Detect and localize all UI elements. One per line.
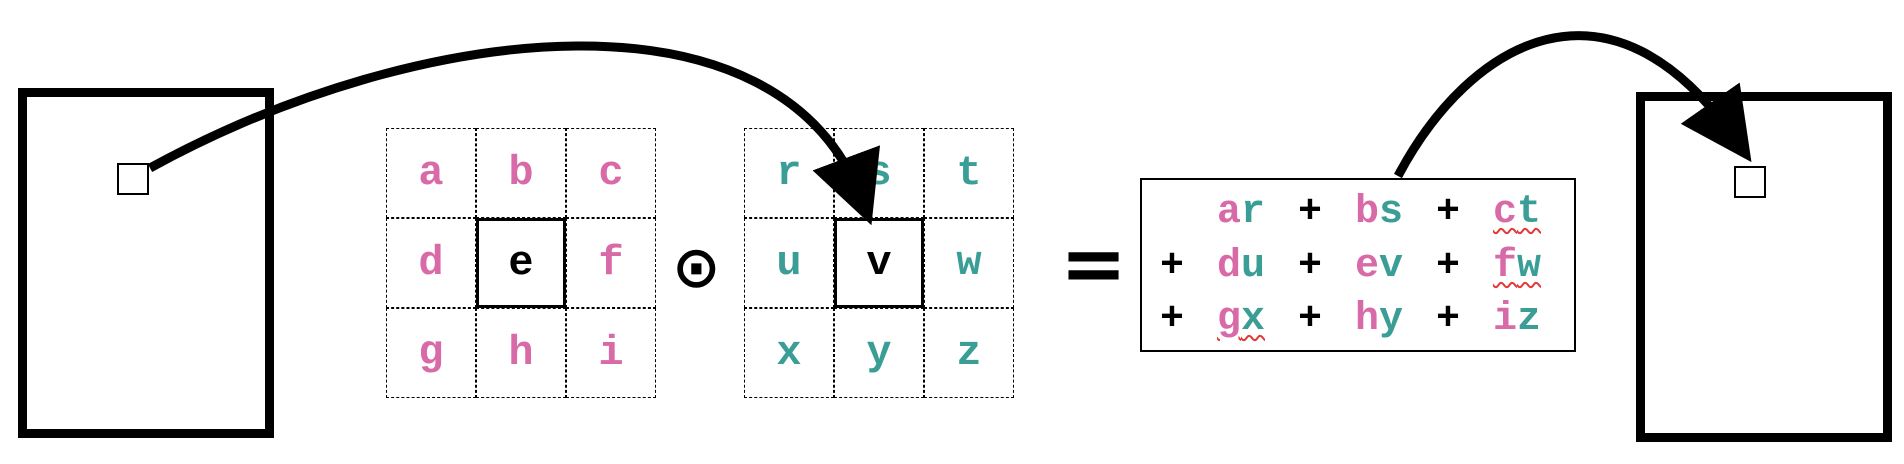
image-factor: w <box>1517 243 1542 289</box>
kernel-factor: g <box>1216 296 1241 342</box>
kernel-factor: i <box>1492 296 1517 342</box>
kernel-cell: a <box>386 128 476 218</box>
product-term: ct <box>1470 190 1564 235</box>
kernel-factor: e <box>1354 243 1379 289</box>
kernel-cell: f <box>566 218 656 308</box>
kernel-center-cell: e <box>476 218 566 308</box>
product-term: ev <box>1332 244 1426 289</box>
sum-of-products-box: ar+bs+ct+du+ev+fw+gx+hy+iz <box>1140 178 1576 352</box>
image-factor: u <box>1241 243 1266 289</box>
image-cell: x <box>744 308 834 398</box>
plus-sign: + <box>1435 243 1460 289</box>
product-term: iz <box>1470 297 1564 342</box>
sum-row: +gx+hy+iz <box>1150 293 1564 345</box>
image-cell: z <box>924 308 1014 398</box>
kernel-cell: c <box>566 128 656 218</box>
image-factor: t <box>1517 189 1542 235</box>
kernel-factor: h <box>1354 296 1379 342</box>
plus-sign: + <box>1297 243 1322 289</box>
image-factor: s <box>1379 189 1404 235</box>
kernel-factor: c <box>1492 189 1517 235</box>
image-cell: s <box>834 128 924 218</box>
input-image-box <box>18 88 274 438</box>
image-factor: y <box>1379 296 1404 342</box>
sum-row: ar+bs+ct <box>1150 186 1564 238</box>
image-factor: r <box>1241 189 1266 235</box>
input-pixel-marker <box>117 163 149 195</box>
output-pixel-marker <box>1734 166 1766 198</box>
sum-row: +du+ev+fw <box>1150 240 1564 292</box>
image-cell: w <box>924 218 1014 308</box>
hadamard-operator: ⊙ <box>672 233 721 301</box>
kernel-factor: d <box>1216 243 1241 289</box>
plus-sign: + <box>1159 243 1184 289</box>
image-factor: z <box>1517 296 1542 342</box>
kernel-cell: g <box>386 308 476 398</box>
image-cell: t <box>924 128 1014 218</box>
product-term: hy <box>1332 297 1426 342</box>
kernel-factor: a <box>1216 189 1241 235</box>
image-cell: u <box>744 218 834 308</box>
image-cell: r <box>744 128 834 218</box>
equals-operator: = <box>1060 217 1128 310</box>
kernel-cell: h <box>476 308 566 398</box>
plus-sign: + <box>1297 189 1322 235</box>
image-factor: x <box>1241 296 1266 342</box>
plus-sign: + <box>1297 296 1322 342</box>
kernel-factor: f <box>1492 243 1517 289</box>
product-term: gx <box>1194 297 1288 342</box>
kernel-factor: b <box>1354 189 1379 235</box>
image-cell: y <box>834 308 924 398</box>
product-term: du <box>1194 244 1288 289</box>
product-term: fw <box>1470 244 1564 289</box>
product-term: bs <box>1332 190 1426 235</box>
plus-sign: + <box>1435 296 1460 342</box>
product-term: ar <box>1194 190 1288 235</box>
kernel-cell: d <box>386 218 476 308</box>
image-center-cell: v <box>834 218 924 308</box>
image-factor: v <box>1379 243 1404 289</box>
plus-sign: + <box>1159 296 1184 342</box>
kernel-cell: b <box>476 128 566 218</box>
kernel-cell: i <box>566 308 656 398</box>
plus-sign: + <box>1435 189 1460 235</box>
output-image-box <box>1636 92 1892 442</box>
